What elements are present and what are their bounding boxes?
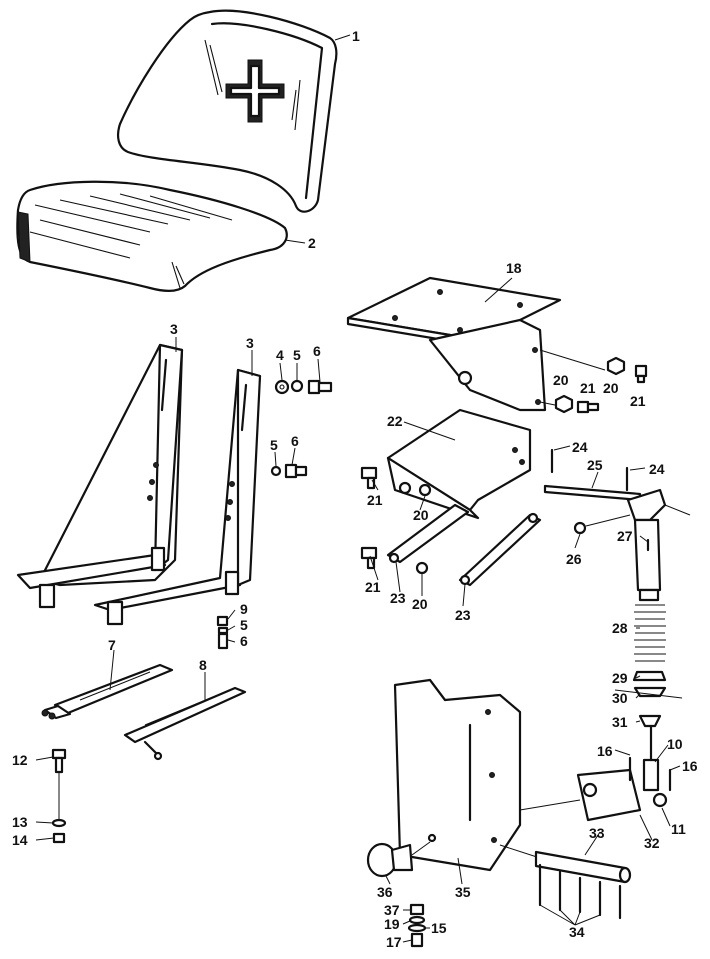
label-part-6c: 6 [240,633,248,649]
label-part-36: 36 [377,884,393,900]
label-part-21d: 21 [365,579,381,595]
label-part-21c: 21 [367,492,383,508]
label-part-24a: 24 [572,439,588,455]
leader-lines [35,34,681,943]
pivot-bolt-assembly [51,748,67,844]
label-part-3b: 3 [246,335,254,351]
cross-shaft [534,850,632,926]
label-part-16b: 16 [682,758,698,774]
label-part-11: 11 [671,821,686,837]
slide-rail-left [41,663,174,720]
clamp-bracket [576,756,672,822]
label-part-20d: 20 [412,596,428,612]
seat-support-bracket-right [93,368,262,626]
label-part-33: 33 [589,825,605,841]
label-part-20b: 20 [553,372,569,388]
label-part-21b: 21 [580,380,596,396]
label-part-26: 26 [566,551,582,567]
label-part-20a: 20 [603,380,619,396]
label-part-3a: 3 [170,321,178,337]
label-part-6b: 6 [291,433,299,449]
label-part-30: 30 [612,690,628,706]
label-part-34: 34 [569,924,585,940]
label-part-6a: 6 [313,343,321,359]
label-part-25: 25 [587,457,603,473]
mounting-plate [346,276,648,414]
label-part-1: 1 [352,28,360,44]
spring-strut [614,488,691,792]
swing-bracket [360,408,532,520]
label-part-28: 28 [612,620,628,636]
label-part-16a: 16 [597,743,613,759]
label-part-37: 37 [384,902,400,918]
link-bars [360,503,542,587]
label-part-24b: 24 [649,461,665,477]
label-part-29: 29 [612,670,628,686]
label-part-14: 14 [12,832,28,848]
label-part-23a: 23 [390,590,406,606]
label-part-10: 10 [667,736,683,752]
label-part-18: 18 [506,260,522,276]
label-part-5c: 5 [240,617,248,633]
label-part-31: 31 [612,714,628,730]
label-part-23b: 23 [455,607,471,623]
label-part-13: 13 [12,814,28,830]
slide-rail-right [123,615,247,761]
label-part-22: 22 [387,413,403,429]
adjuster-knob [366,833,437,948]
label-part-5a: 5 [293,347,301,363]
label-part-19: 19 [384,916,400,932]
seat-column [393,678,581,872]
label-part-32: 32 [644,835,660,851]
seat-support-bracket-left [16,343,184,609]
label-part-27: 27 [617,528,633,544]
label-part-20c: 20 [413,507,429,523]
label-part-4: 4 [276,347,284,363]
fasteners-upper [270,379,333,479]
label-part-2: 2 [308,235,316,251]
seat-backrest [117,9,338,213]
label-part-9: 9 [240,601,248,617]
label-part-5b: 5 [270,437,278,453]
label-part-35: 35 [455,884,471,900]
label-part-7: 7 [108,637,116,653]
label-part-8: 8 [199,657,207,673]
seat-cushion [16,180,288,292]
part-number-labels: 1 2 3 3 4 5 6 5 6 7 8 9 5 6 12 13 14 18 … [12,28,698,950]
label-part-17: 17 [386,934,402,950]
label-part-15: 15 [431,920,447,936]
label-part-12: 12 [12,752,28,768]
label-part-21a: 21 [630,393,646,409]
